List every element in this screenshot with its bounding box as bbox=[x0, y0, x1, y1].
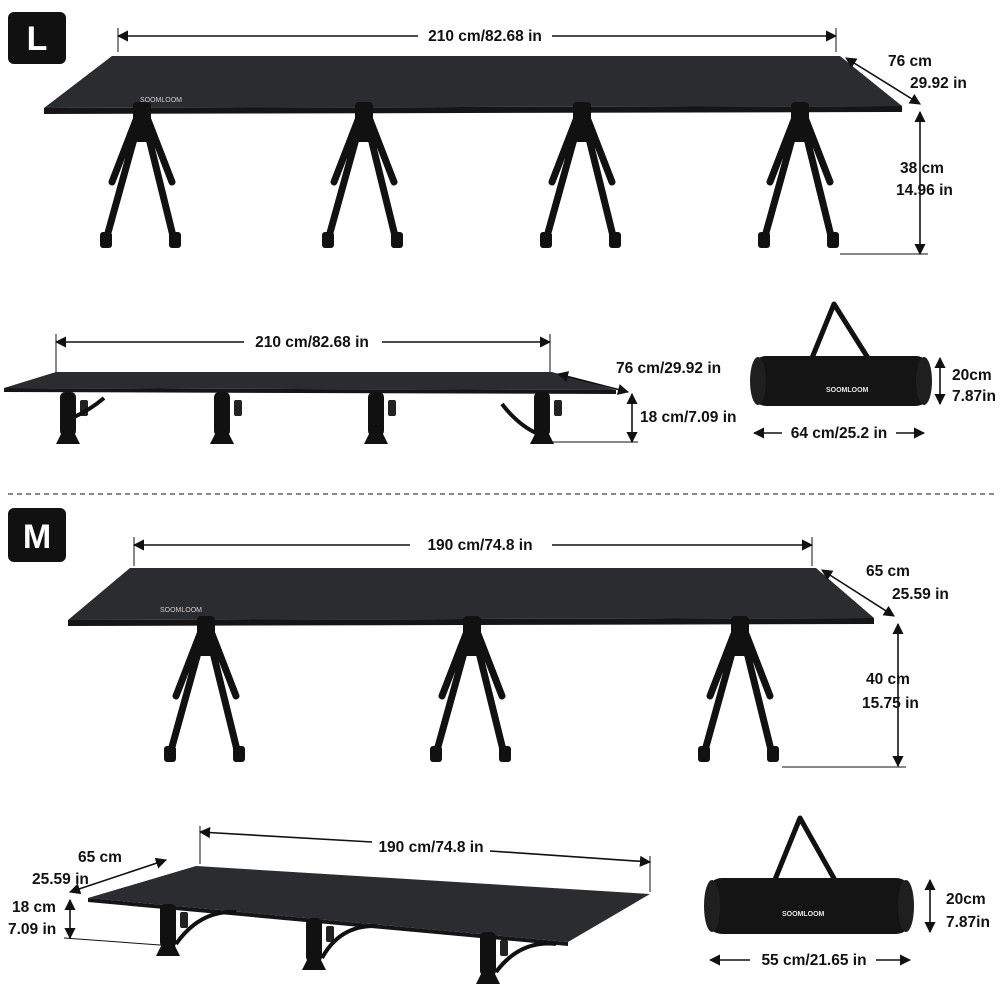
height-cm-label: 40 cm bbox=[866, 671, 910, 688]
dimension-width-l-raised: 76 cm 29.92 in bbox=[845, 53, 967, 105]
bag-height-cm-label: 20cm bbox=[946, 891, 986, 908]
dimension-length-l-low: 210 cm/82.68 in bbox=[54, 334, 552, 372]
dimension-height-m-low: 18 cm 7.09 in bbox=[8, 898, 175, 947]
length-label: 210 cm/82.68 in bbox=[428, 28, 542, 45]
bag-height-in-label: 7.87in bbox=[952, 388, 996, 405]
size-badge-m-label: M bbox=[23, 518, 51, 556]
width-in-label: 29.92 in bbox=[910, 75, 967, 92]
dimension-length-m-raised: 190 cm/74.8 in bbox=[132, 537, 814, 566]
size-badge-l: L bbox=[8, 12, 66, 64]
width-cm-label: 65 cm bbox=[866, 563, 910, 580]
cot-l-low-illustration bbox=[4, 372, 616, 444]
height-in-label: 14.96 in bbox=[896, 182, 953, 199]
length-label: 190 cm/74.8 in bbox=[427, 537, 532, 554]
height-cm-label: 38 cm bbox=[900, 160, 944, 177]
dimension-height-l-raised: 38 cm 14.96 in bbox=[840, 110, 953, 256]
cot-m-fabric-logo: SOOMLOOM bbox=[160, 607, 202, 614]
section-m: M SOOMLOOM 190 cm/74.8 in 65 cm 25.59 in bbox=[8, 508, 990, 984]
length-label: 190 cm/74.8 in bbox=[378, 839, 483, 856]
height-label: 18 cm/7.09 in bbox=[640, 409, 737, 426]
dimension-height-m-raised: 40 cm 15.75 in bbox=[782, 622, 919, 768]
dimension-width-m-low: 65 cm 25.59 in bbox=[32, 849, 168, 895]
dimension-width-m-raised: 65 cm 25.59 in bbox=[821, 563, 949, 617]
height-in-label: 7.09 in bbox=[8, 921, 56, 938]
cot-m-low-illustration bbox=[88, 866, 650, 984]
width-label: 76 cm/29.92 in bbox=[616, 360, 721, 377]
leg-set bbox=[100, 102, 839, 248]
bag-height-cm-label: 20cm bbox=[952, 367, 992, 384]
leg-set bbox=[164, 616, 779, 762]
bag-width-label: 64 cm/25.2 in bbox=[791, 425, 888, 442]
size-badge-m: M bbox=[8, 508, 66, 562]
bag-width-label: 55 cm/21.65 in bbox=[761, 952, 866, 969]
cot-l-fabric-logo: SOOMLOOM bbox=[140, 97, 182, 104]
width-in-label: 25.59 in bbox=[32, 871, 89, 888]
dimension-length-m-low: 190 cm/74.8 in bbox=[198, 826, 652, 892]
dimension-bag-m: 20cm 7.87in 55 cm/21.65 in bbox=[708, 878, 990, 969]
length-label: 210 cm/82.68 in bbox=[255, 334, 369, 351]
bag-height-in-label: 7.87in bbox=[946, 914, 990, 931]
cot-l-raised-illustration: SOOMLOOM bbox=[44, 56, 902, 248]
width-cm-label: 65 cm bbox=[78, 849, 122, 866]
section-l: L SOOMLOOM 210 cm/82.68 in 76 cm 29. bbox=[4, 12, 996, 444]
dimension-height-l-low: 18 cm/7.09 in bbox=[536, 392, 737, 444]
carry-bag-m: SOOMLOOM bbox=[704, 815, 914, 934]
dimension-bag-l: 20cm 7.87in 64 cm/25.2 in bbox=[752, 356, 996, 442]
cot-m-raised-illustration: SOOMLOOM bbox=[68, 568, 874, 762]
width-in-label: 25.59 in bbox=[892, 586, 949, 603]
bag-logo: SOOMLOOM bbox=[782, 911, 825, 918]
dimension-width-l-low: 76 cm/29.92 in bbox=[556, 360, 721, 395]
size-badge-l-label: L bbox=[27, 20, 48, 58]
dimension-length-l-raised: 210 cm/82.68 in bbox=[116, 28, 838, 52]
height-cm-label: 18 cm bbox=[12, 899, 56, 916]
width-cm-label: 76 cm bbox=[888, 53, 932, 70]
height-in-label: 15.75 in bbox=[862, 695, 919, 712]
carry-bag-l: SOOMLOOM bbox=[750, 301, 932, 406]
bag-logo: SOOMLOOM bbox=[826, 387, 869, 394]
